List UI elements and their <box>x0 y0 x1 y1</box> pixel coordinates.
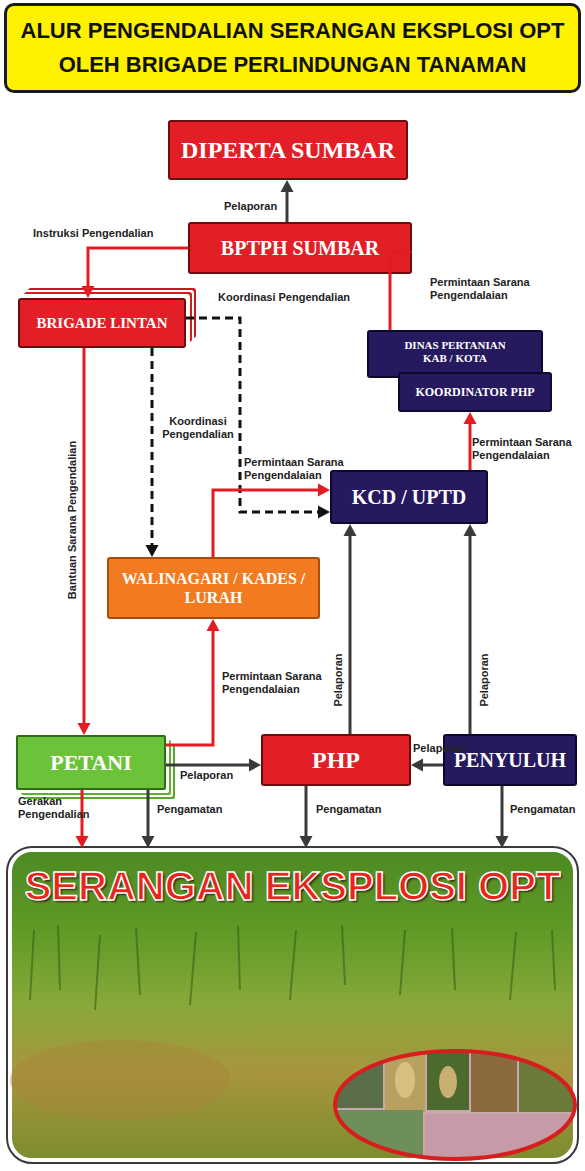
flow-connector <box>213 484 330 558</box>
node-label: DIPERTA SUMBAR <box>181 136 395 165</box>
arrow-head <box>82 286 95 298</box>
flow-connector <box>464 524 477 734</box>
flow-connector <box>166 619 220 745</box>
connector-label: Gerakan Pengendalian <box>18 795 98 821</box>
farmer-box: PETANI <box>16 735 166 790</box>
connector-line <box>286 190 289 222</box>
office-box: DINAS PERTANIAN KAB / KOTA <box>367 330 543 378</box>
arrow-head <box>318 506 330 519</box>
connector-line <box>88 248 188 288</box>
node-text-group: BPTPH SUMBAR <box>221 236 379 260</box>
pest-observer-box: PHP <box>261 734 411 786</box>
agency-box: BPTPH SUMBAR <box>188 222 412 274</box>
connector-line <box>421 764 443 767</box>
arrow-head <box>281 180 294 192</box>
connector-label: Koordinasi Pengendalian <box>158 415 238 441</box>
connector-label: Permintaan Sarana Pengendalaian <box>222 670 332 696</box>
node-text-group: PENYULUH <box>454 748 566 772</box>
node-text-group: DIPERTA SUMBAR <box>181 136 395 165</box>
flow-connector <box>300 786 313 848</box>
node-label: KOORDINATOR PHP <box>415 385 534 399</box>
village-head-box: WALINAGARI / KADES / LURAH <box>107 557 320 619</box>
title-band: ALUR PENGENDALIAN SERANGAN EKSPLOSI OPT … <box>4 3 581 93</box>
flow-connector <box>146 348 159 557</box>
flow-connector <box>411 759 443 772</box>
connector-line <box>349 534 352 734</box>
connector-label: Pelaporan <box>478 653 491 706</box>
node-text-group: SERANGAN EKSPLOSI OPT <box>25 862 561 910</box>
panel-heading: SERANGAN EKSPLOSI OPT <box>25 862 561 910</box>
connector-line <box>501 786 504 838</box>
arrow-head <box>464 412 477 424</box>
connector-line <box>166 764 251 767</box>
node-label: WALINAGARI / KADES / LURAH <box>119 569 308 607</box>
branch-office-box: KCD / UPTD <box>330 470 488 524</box>
connector-line <box>147 790 150 838</box>
flow-connector <box>344 524 357 734</box>
arrow-head <box>300 836 313 848</box>
arrow-head <box>249 759 261 772</box>
node-text-group: DINAS PERTANIAN KAB / KOTA <box>392 339 518 365</box>
connector-line <box>213 490 320 557</box>
connector-line <box>151 348 154 547</box>
flow-connector <box>281 180 294 222</box>
title-text: ALUR PENGENDALIAN SERANGAN EKSPLOSI OPT … <box>13 14 572 82</box>
outbreak-panel: SERANGAN EKSPLOSI OPT <box>8 848 577 1162</box>
arrow-head <box>411 759 423 772</box>
node-label: PETANI <box>50 750 132 776</box>
arrow-head <box>78 723 91 735</box>
connector-label: Pelaporan <box>224 200 277 213</box>
connector-line <box>166 629 213 745</box>
connector-label: Pelaporan <box>180 769 233 782</box>
connector-label: Pelaporan <box>332 653 345 706</box>
connector-line <box>469 422 472 470</box>
node-label: PENYULUH <box>454 748 566 772</box>
connector-line <box>469 534 472 734</box>
flow-connector <box>78 348 91 735</box>
connector-label: Instruksi Pengendalian <box>33 227 153 240</box>
arrow-head <box>464 524 477 536</box>
arrow-head <box>207 619 220 631</box>
connector-label: Koordinasi Pengendalian <box>218 291 350 304</box>
arrow-head <box>344 524 357 536</box>
connector-label: Bantuan Sarana Pengendalian <box>66 441 79 599</box>
connector-label: Pengamatan <box>316 803 381 816</box>
connector-label: Permintaan Sarana Pengendalaian <box>430 276 542 302</box>
coordinator-box: KOORDINATOR PHP <box>398 372 552 412</box>
connector-label: Pengamatan <box>510 803 575 816</box>
node-label: BPTPH SUMBAR <box>221 236 379 260</box>
extension-box: PENYULUH <box>443 734 577 786</box>
arrow-head <box>146 545 159 557</box>
node-text-group: BRIGADE LINTAN <box>37 314 168 332</box>
connector-label: Permintaan Sarana Pengendalaian <box>472 436 582 462</box>
connector-line <box>83 348 86 725</box>
node-text-group: WALINAGARI / KADES / LURAH <box>119 569 308 607</box>
connector-label: Pengamatan <box>157 803 222 816</box>
node-label: DINAS PERTANIAN KAB / KOTA <box>392 339 518 365</box>
node-text-group: PHP <box>312 746 360 775</box>
node-text-group: KCD / UPTD <box>352 485 466 509</box>
brigade-box: BRIGADE LINTAN <box>18 298 186 348</box>
node-label: PHP <box>312 746 360 775</box>
arrow-head <box>318 484 330 497</box>
connector-label: Permintaan Sarana Pengendalaian <box>244 456 354 482</box>
node-label: KCD / UPTD <box>352 485 466 509</box>
connector-label: Pelaporan <box>413 742 466 755</box>
node-text-group: PETANI <box>50 750 132 776</box>
flow-connector <box>496 786 509 848</box>
connector-line <box>305 786 308 838</box>
flow-connector <box>142 790 155 848</box>
node-label: BRIGADE LINTAN <box>37 314 168 332</box>
authority-box: DIPERTA SUMBAR <box>168 120 408 180</box>
flow-connector <box>82 248 189 298</box>
node-text-group: KOORDINATOR PHP <box>415 385 534 399</box>
arrow-head <box>142 836 155 848</box>
arrow-head <box>76 836 89 848</box>
arrow-head <box>496 836 509 848</box>
